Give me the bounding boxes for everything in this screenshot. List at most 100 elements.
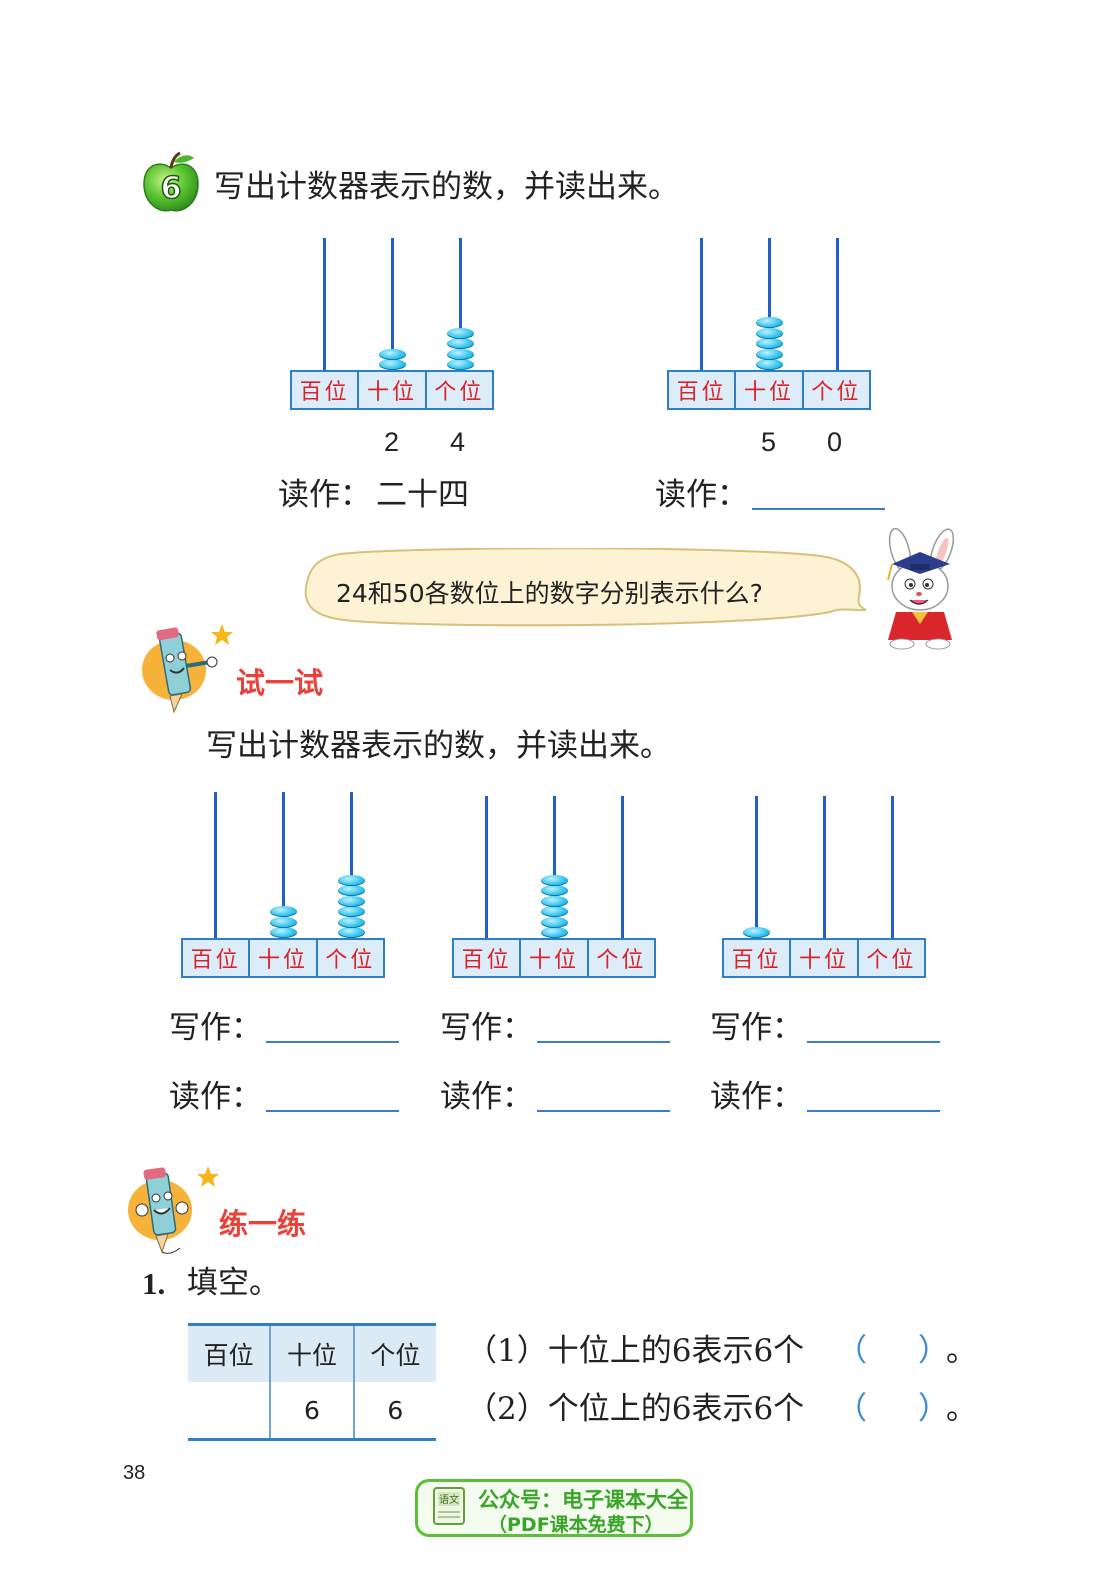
abacus-rod	[281, 792, 285, 938]
place-label-tens: 十位	[519, 940, 586, 976]
abacus-rod	[767, 238, 771, 370]
abacus-bead	[540, 885, 568, 896]
read-blank-3[interactable]	[807, 1110, 940, 1112]
cell-ones: 6	[352, 1382, 436, 1438]
abacus-bead	[755, 348, 783, 360]
abacus-bead	[540, 874, 568, 886]
header-hundreds: 百位	[203, 1341, 254, 1370]
fill-item-1-text: （1）十位上的6表示6个	[466, 1333, 805, 1369]
answer-paren-close: ）	[918, 1391, 949, 1427]
answer-paren-open: （	[836, 1333, 867, 1369]
abacus-bead	[540, 916, 568, 928]
footer-line2: （PDF课本免费下）	[488, 1514, 664, 1536]
speech-bubble	[304, 548, 866, 627]
abacus-rod	[552, 796, 556, 938]
abacus-bead	[755, 317, 783, 328]
digit-tens: 5	[761, 427, 777, 457]
book-icon-text: 语文	[439, 1493, 459, 1506]
abacus-bead	[337, 906, 365, 917]
question-number: 1.	[142, 1266, 166, 1301]
abacus-try-3: 百位十位个位	[722, 796, 926, 978]
bubble-question: 24和50各数位上的数字分别表示什么?	[336, 579, 763, 608]
abacus-rod	[458, 238, 462, 370]
read-answer-blank[interactable]	[752, 508, 885, 510]
abacus-rod	[835, 238, 839, 370]
place-label-hundreds: 百位	[676, 380, 727, 405]
write-blank-1[interactable]	[266, 1041, 399, 1043]
abacus-bead	[337, 895, 365, 907]
place-value-table: 百位 十位 个位 6 6	[188, 1323, 436, 1441]
digit-tens: 2	[384, 427, 400, 457]
write-blank-3[interactable]	[807, 1041, 940, 1043]
abacus-1: 百位十位个位	[290, 238, 494, 410]
cell-tens: 6	[269, 1382, 352, 1438]
place-label-tens: 十位	[734, 372, 801, 408]
place-label-ones: 个位	[856, 940, 924, 976]
digit-ones: 4	[450, 427, 466, 457]
place-label-hundreds: 百位	[461, 948, 512, 973]
place-label-ones: 个位	[801, 372, 869, 408]
abacus-bead	[755, 327, 783, 339]
read-blank-2[interactable]	[537, 1110, 670, 1112]
abacus-rod	[699, 238, 703, 370]
page-number: 38	[123, 1462, 146, 1484]
abacus-place-labels: 百位十位个位	[667, 370, 871, 410]
abacus-2: 百位十位个位	[667, 238, 871, 410]
place-label-ones: 个位	[424, 372, 492, 408]
cell-hundreds	[188, 1382, 269, 1438]
place-label-tens: 十位	[248, 940, 315, 976]
abacus-bead	[269, 927, 297, 938]
problem-number: 6	[161, 171, 182, 206]
abacus-rod	[390, 238, 394, 370]
answer-paren-open: （	[836, 1391, 867, 1427]
place-label-hundreds: 百位	[299, 380, 350, 405]
fill-item-2: （2）个位上的6表示6个	[466, 1394, 804, 1425]
pencil-mascot-icon	[142, 624, 233, 714]
try-instruction: 写出计数器表示的数，并读出来。	[206, 728, 671, 764]
answer-paren-close: ）	[918, 1333, 949, 1369]
problem6-instruction: 写出计数器表示的数，并读出来。	[214, 169, 679, 205]
apple-number-icon: 6	[143, 151, 199, 212]
abacus-place-labels: 百位十位个位	[452, 938, 656, 978]
write-blank-2[interactable]	[537, 1041, 670, 1043]
read-blank-1[interactable]	[266, 1110, 399, 1112]
abacus-bead	[446, 359, 474, 370]
fill-item-1: （1）十位上的6表示6个	[466, 1336, 804, 1367]
abacus-bead	[378, 348, 406, 360]
abacus-rod	[484, 796, 488, 938]
place-label-ones: 个位	[315, 940, 383, 976]
abacus-rod	[754, 796, 758, 938]
abacus-bead	[755, 338, 783, 349]
abacus-bead	[337, 916, 365, 928]
write-label: 写作：	[169, 1010, 262, 1046]
abacus-bead	[446, 327, 474, 339]
abacus-rod	[213, 792, 217, 938]
read-label: 读作：	[710, 1079, 803, 1115]
place-label-tens: 十位	[789, 940, 856, 976]
abacus-bead	[540, 906, 568, 917]
abacus-try-1: 百位十位个位	[181, 792, 385, 978]
write-label: 写作：	[710, 1010, 803, 1046]
abacus-rod	[822, 796, 826, 938]
rabbit-mascot-icon	[887, 528, 955, 650]
abacus-bead	[755, 359, 783, 370]
book-icon: 语文	[433, 1487, 465, 1525]
header-tens: 十位	[269, 1326, 352, 1382]
abacus-try-2: 百位十位个位	[452, 796, 656, 978]
abacus-rod	[620, 796, 624, 938]
abacus-bead	[269, 906, 297, 917]
write-label: 写作：	[440, 1010, 533, 1046]
read-label: 读作：	[655, 477, 748, 513]
abacus-rod	[890, 796, 894, 938]
abacus-rod	[322, 238, 326, 370]
period: 。	[946, 1333, 977, 1369]
read-label: 读作：	[440, 1079, 533, 1115]
place-label-tens: 十位	[357, 372, 424, 408]
abacus-bead	[540, 927, 568, 938]
period: 。	[946, 1391, 977, 1427]
abacus-bead	[337, 927, 365, 938]
try-section-title: 试一试	[236, 666, 324, 700]
fill-item-2-text: （2）个位上的6表示6个	[466, 1391, 805, 1427]
abacus-rod	[349, 792, 353, 938]
abacus-place-labels: 百位十位个位	[722, 938, 926, 978]
